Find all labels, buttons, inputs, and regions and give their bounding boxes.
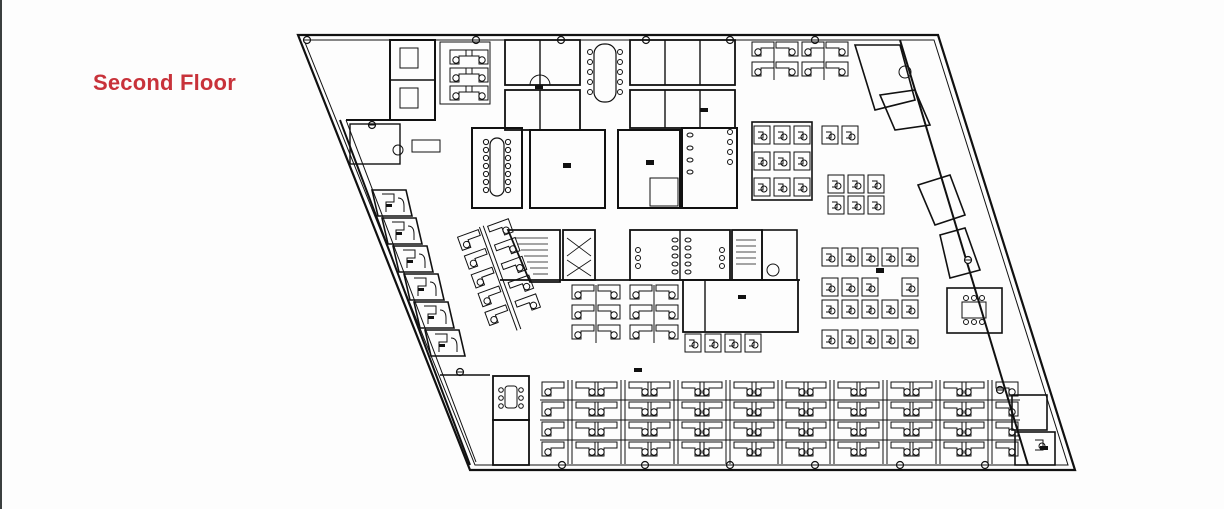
page-left-border [0,0,2,509]
floor-title: Second Floor [93,70,236,95]
